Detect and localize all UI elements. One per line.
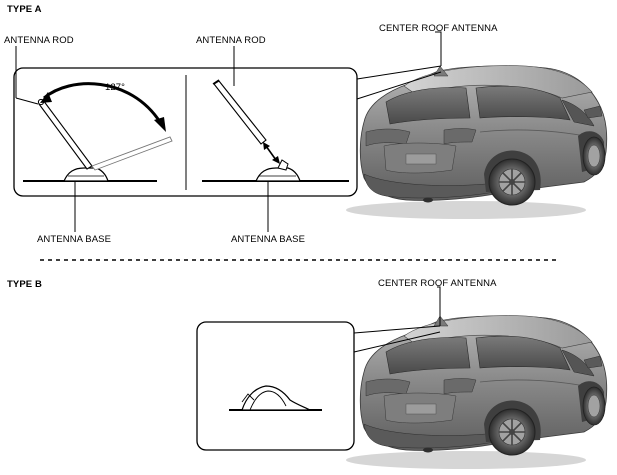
type-b-shark-fin-art — [229, 385, 322, 411]
type-b-heading: TYPE B — [7, 279, 42, 290]
type-b-center-roof-antenna-label: CENTER ROOF ANTENNA — [378, 278, 497, 289]
type-a-car — [345, 64, 608, 220]
type-a-center-roof-antenna-label: CENTER ROOF ANTENNA — [379, 23, 498, 34]
type-a-left-antenna-rod-label: ANTENNA ROD — [4, 35, 74, 46]
type-a-left-panel-art — [15, 46, 173, 232]
type-a-heading: TYPE A — [7, 4, 42, 15]
type-a-right-antenna-rod-label: ANTENNA ROD — [196, 35, 266, 46]
type-a-right-antenna-base-label: ANTENNA BASE — [231, 234, 306, 245]
type-a-right-panel-art — [202, 46, 349, 232]
type-b-callout-box — [196, 321, 355, 451]
type-b-car — [345, 314, 608, 470]
type-a-angle-label: 127° — [105, 82, 126, 93]
type-a-left-antenna-base-label: ANTENNA BASE — [37, 234, 112, 245]
